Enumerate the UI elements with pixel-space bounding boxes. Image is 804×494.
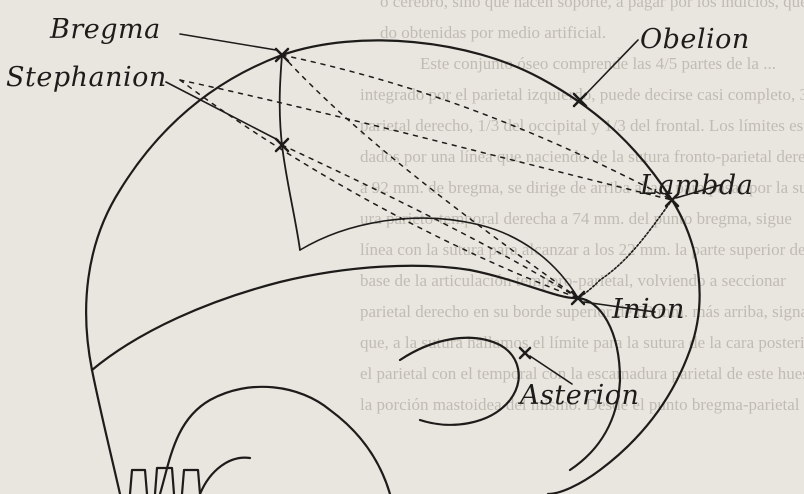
bregma-label: Bregma bbox=[50, 14, 161, 45]
guide-line bbox=[180, 80, 672, 200]
stephanion-leader bbox=[166, 82, 278, 140]
guide-line bbox=[180, 80, 578, 298]
guide-line bbox=[282, 55, 672, 200]
obelion-leader bbox=[584, 40, 638, 96]
maxilla-contour bbox=[200, 458, 250, 494]
stephanion-label: Stephanion bbox=[6, 62, 167, 93]
occipital-base bbox=[470, 270, 620, 470]
zygomatic-contour bbox=[160, 387, 390, 494]
asterion-label: Asterion bbox=[520, 380, 639, 411]
coronal-suture bbox=[280, 55, 300, 250]
squamous-suture bbox=[300, 218, 578, 298]
temporal-line bbox=[92, 266, 470, 370]
inion-label: Inion bbox=[612, 294, 685, 325]
lambda-label: Lambda bbox=[640, 170, 753, 201]
obelion-label: Obelion bbox=[640, 24, 750, 55]
asterion-mark bbox=[520, 348, 530, 358]
bregma-leader bbox=[180, 34, 276, 50]
lambdoid-suture bbox=[578, 200, 672, 298]
guide-line bbox=[282, 145, 578, 298]
guide-line bbox=[282, 55, 578, 298]
mastoid-contour bbox=[400, 338, 519, 425]
